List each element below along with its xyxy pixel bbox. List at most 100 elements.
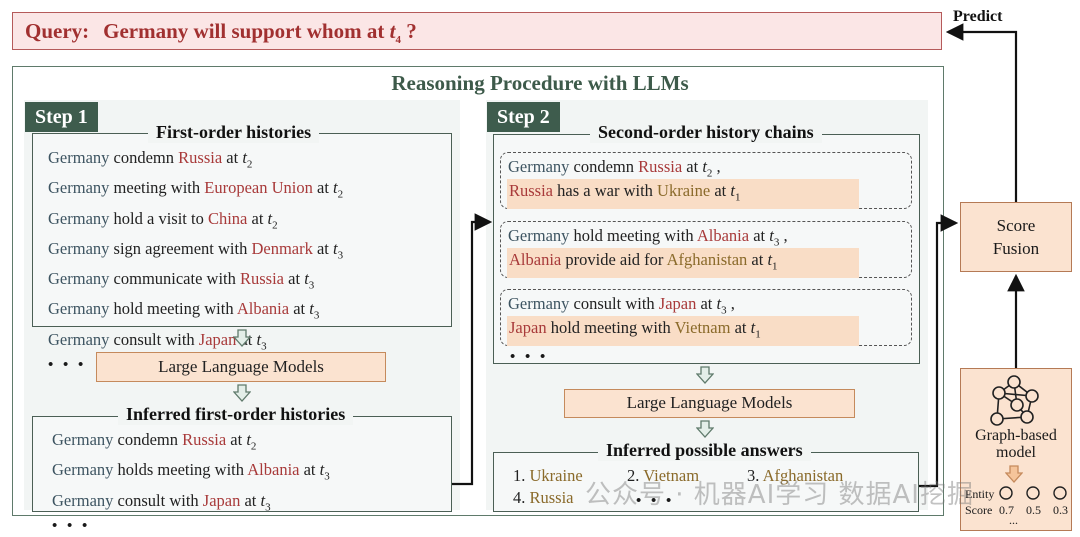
time-marker: t2 (333, 178, 344, 201)
relation: hold meeting with (109, 299, 237, 319)
subject-entity: Germany (52, 490, 114, 510)
history-fact: Germany consult with Japan at t3 , (508, 294, 735, 317)
time-marker: t2 (246, 430, 257, 453)
object-entity: Japan (658, 294, 697, 313)
chains-ellipsis: • • • (510, 349, 549, 365)
relation: condemn (109, 148, 179, 167)
llm-box-step2: Large Language Models (564, 389, 855, 418)
entity-nodes-icon (999, 486, 1067, 500)
object-entity: Russia (178, 148, 223, 167)
history-chain: Germany consult with Japan at t3 ,Japan … (500, 289, 912, 347)
scores-ellipsis: ... (1009, 513, 1018, 527)
answers-ellipsis: • • • (636, 493, 675, 509)
object-entity: China (207, 208, 248, 228)
subject-entity: Germany (48, 238, 110, 258)
history-fact: Germany condemn Russia at t2 , (508, 157, 721, 180)
object-entity: Vietnam (674, 318, 731, 337)
object-entity: Denmark (251, 238, 313, 258)
relation: condemn (569, 157, 639, 176)
score-value: 0.7 (999, 503, 1014, 517)
history-fact: Germany communicate with Russia at t3 (48, 269, 315, 292)
relation: consult with (113, 490, 203, 510)
step1-tab: Step 1 (25, 102, 98, 132)
subject-entity: Germany (508, 157, 570, 176)
query-label: Query: (25, 19, 90, 43)
down-arrow-icon (232, 329, 252, 352)
subject-entity: Germany (48, 299, 110, 319)
down-arrow-icon (1004, 465, 1024, 488)
down-arrow-icon (695, 366, 715, 389)
subject-entity: Germany (508, 226, 570, 245)
query-question: Germany will support whom at (103, 19, 385, 43)
subject-entity: Germany (508, 294, 570, 313)
predict-label: Predict (953, 8, 1003, 25)
connector-fusion-to-query (945, 23, 1018, 202)
object-entity: Japan (198, 329, 237, 349)
first-order-histories-box (32, 133, 452, 327)
relation: provide aid for (561, 250, 667, 269)
time-marker: t3 (333, 238, 344, 262)
subject-entity: Russia (509, 181, 554, 200)
relation: communicate with (109, 269, 240, 289)
object-entity: Russia (182, 430, 227, 449)
time-marker: t3 (256, 329, 267, 353)
history-fact: Germany hold a visit to China at t2 (48, 208, 278, 231)
history-fact: Russia has a war with Ukraine at t1 (507, 179, 859, 210)
down-arrow-icon (695, 420, 715, 443)
possible-answers-box (493, 452, 919, 512)
subject-entity: Germany (48, 208, 110, 228)
time-marker: t1 (767, 250, 778, 273)
subject-entity: Germany (48, 148, 110, 167)
time-sub: 4 (395, 34, 401, 47)
time-marker: t3 (716, 294, 727, 317)
object-entity: Afghanistan (666, 250, 748, 269)
subject-entity: Germany (52, 460, 114, 480)
possible-answers-title: Inferred possible answers (598, 440, 811, 461)
inferred-first-order-title: Inferred first-order histories (118, 404, 354, 425)
object-entity: European Union (204, 178, 313, 198)
relation: hold a visit to (109, 208, 208, 228)
subject-entity: Albania (509, 250, 562, 269)
history-fact: Germany hold meeting with Albania at t3 … (508, 226, 788, 249)
time-marker: t1 (750, 318, 761, 341)
graph-model-line2: model (996, 444, 1036, 461)
time-marker: t3 (769, 226, 780, 249)
score-fusion-line2: Fusion (992, 239, 1040, 258)
object-entity: Albania (247, 460, 300, 480)
down-arrow-icon (232, 384, 252, 407)
history-fact: Germany meeting with European Union at t… (48, 178, 344, 201)
history-fact: Germany holds meeting with Albania at t3 (52, 460, 330, 483)
relation: meeting with (109, 178, 205, 198)
history-fact: Germany consult with Japan at t3 (48, 328, 343, 358)
relation: consult with (569, 294, 659, 313)
query-bar: Query:Germany will support whom at t4 ? (12, 12, 942, 50)
relation: hold meeting with (569, 226, 697, 245)
first-order-histories-title: First-order histories (148, 122, 320, 143)
history-chain: Germany hold meeting with Albania at t3 … (500, 221, 912, 279)
time-marker: t3 (309, 299, 320, 322)
object-entity: Japan (202, 490, 241, 510)
step2-tab: Step 2 (487, 102, 560, 132)
object-entity: Ukraine (657, 181, 711, 200)
history-fact: Germany hold meeting with Albania at t3 (48, 299, 320, 322)
query-text: Query:Germany will support whom at t4 ? (25, 19, 417, 46)
subject-entity: Germany (48, 178, 110, 198)
graph-model-line1: Graph-based (975, 427, 1057, 444)
subject-entity: Germany (52, 430, 114, 449)
object-entity: Russia (638, 157, 683, 176)
history-chain: Germany condemn Russia at t2 ,Russia has… (500, 152, 912, 210)
relation: condemn (113, 430, 183, 449)
score-fusion-line1: Score (996, 216, 1036, 235)
object-entity: Albania (696, 226, 750, 245)
time-marker: t3 (319, 460, 330, 483)
answer-item: 1. Ukraine (513, 466, 583, 485)
object-entity: Albania (236, 299, 290, 319)
object-entity: Russia (240, 269, 285, 289)
llm-box-step1: Large Language Models (96, 352, 386, 382)
score-value: 0.3 (1053, 503, 1068, 517)
time-marker: t3 (304, 269, 315, 292)
time-marker: t1 (730, 181, 741, 204)
relation: hold meeting with (546, 318, 675, 337)
